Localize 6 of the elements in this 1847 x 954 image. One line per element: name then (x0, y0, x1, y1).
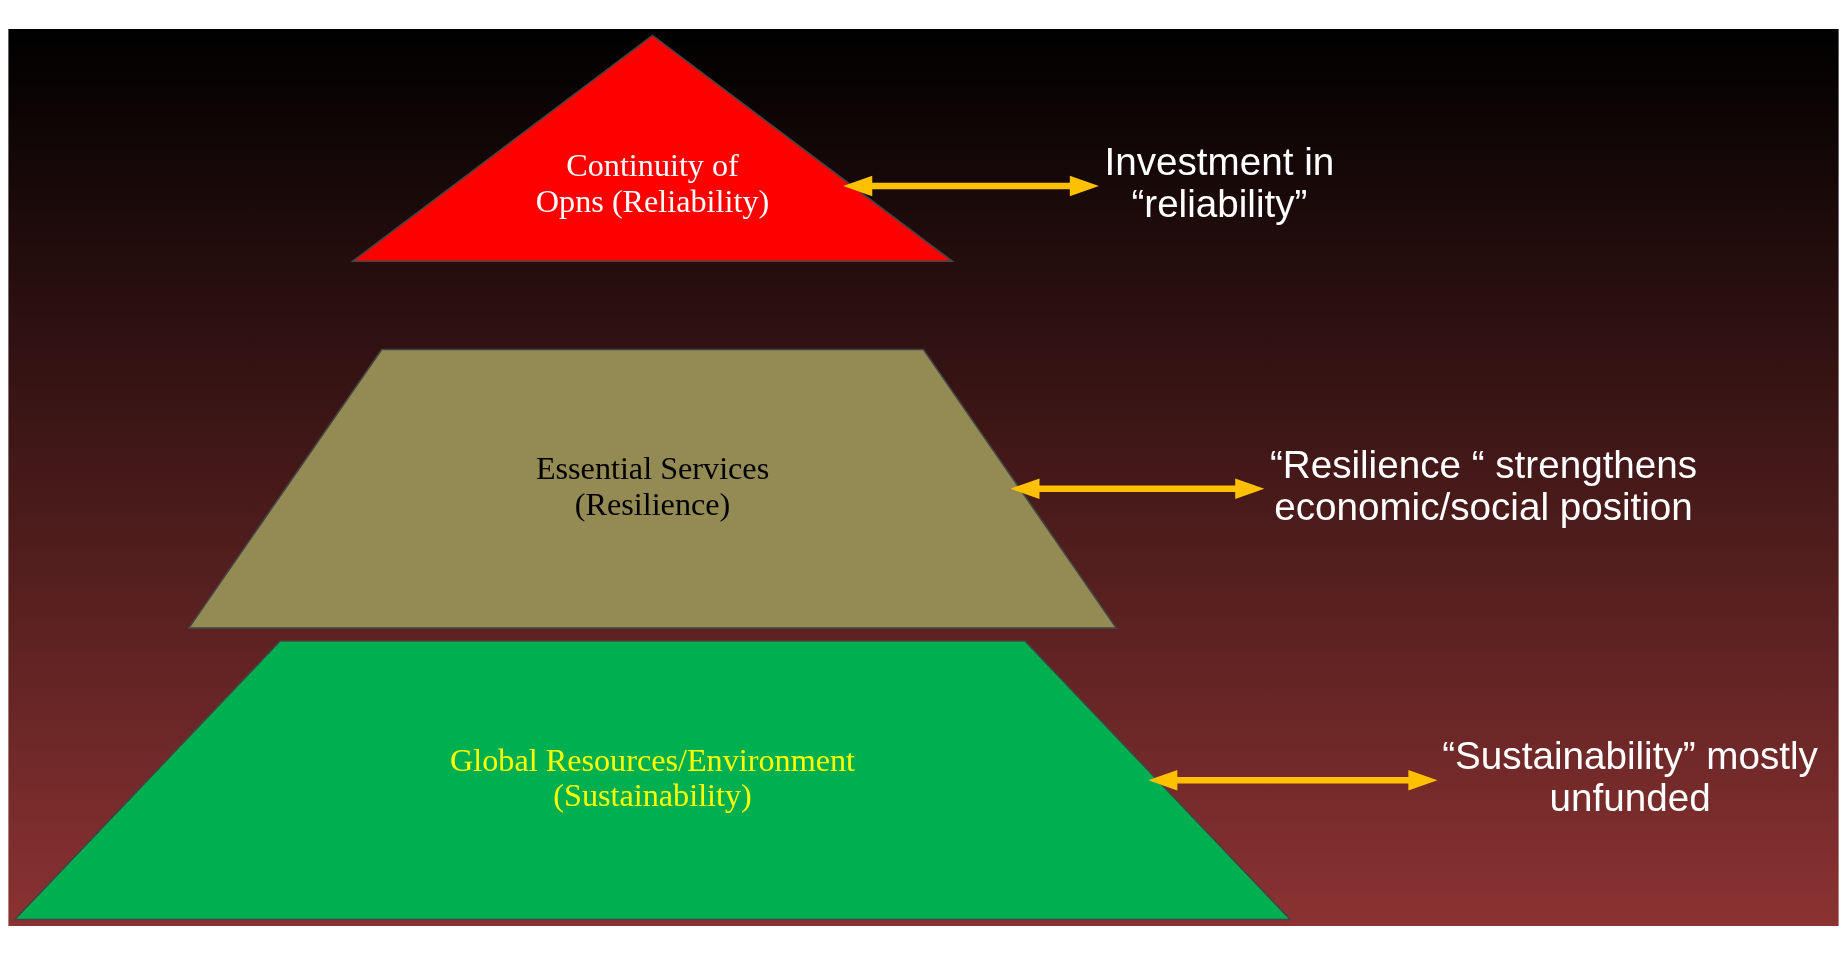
arrow (1148, 769, 1438, 790)
node-text: “Resilience “ strengthens economic/social position (1269, 442, 1698, 528)
arrow (1010, 478, 1265, 499)
node-text: “Sustainability” mostly unfunded (1442, 733, 1818, 819)
arrow (843, 175, 1099, 196)
node-text: Investment in “reliability” (1104, 139, 1335, 225)
